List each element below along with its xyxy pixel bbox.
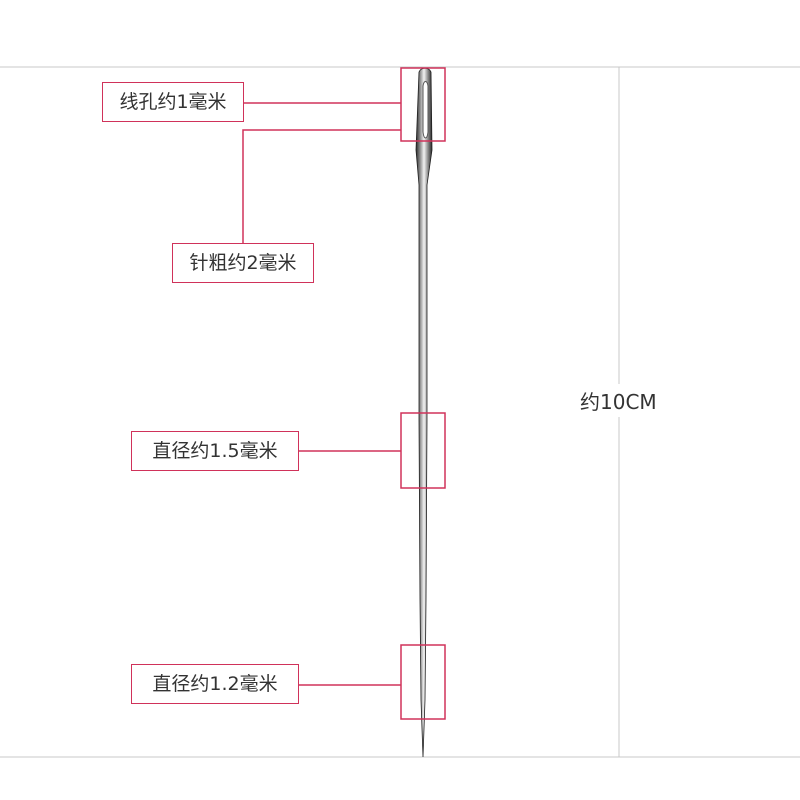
- tip-highlight-box: [400, 644, 446, 720]
- eye-highlight-box: [400, 67, 446, 142]
- needle-eye: [422, 81, 429, 139]
- thickness-leader-line: [242, 129, 401, 243]
- diameter-middle-label: 直径约1.5毫米: [131, 431, 299, 471]
- length-label: 约10CM: [578, 384, 659, 417]
- diameter-tip-label: 直径约1.2毫米: [131, 664, 299, 704]
- needle-thickness-label: 针粗约2毫米: [172, 243, 314, 283]
- eye-size-label: 线孔约1毫米: [102, 82, 244, 122]
